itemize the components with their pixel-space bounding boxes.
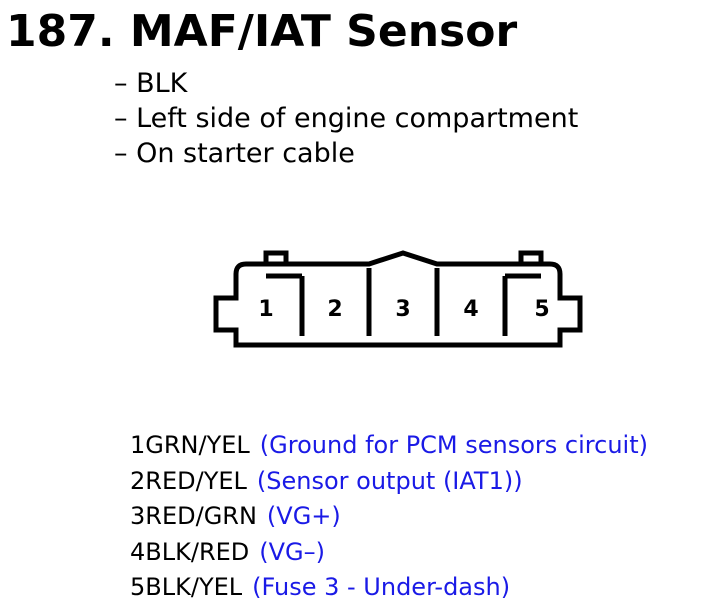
pin-wire-color: RED/YEL (145, 466, 247, 495)
pin-row: 3RED/GRN (VG+) (130, 499, 648, 535)
connector-housing (213, 250, 583, 348)
connector-location: – Left side of engine compartment (114, 103, 579, 134)
connector-color: – BLK (114, 68, 188, 99)
connector-diagram: 1 2 3 4 5 (213, 250, 583, 348)
connector-info-list: – BLK – Left side of engine compartment … (114, 66, 578, 171)
pin-label-3: 3 (395, 297, 410, 322)
pin-row: 2RED/YEL (Sensor output (IAT1)) (130, 464, 648, 500)
pin-number: 4 (130, 537, 146, 566)
pin-wire-color: BLK/YEL (145, 573, 243, 601)
pin-label-1: 1 (258, 297, 273, 322)
pin-wire-color: BLK/RED (145, 537, 250, 566)
pin-row: 5BLK/YEL (Fuse 3 - Under-dash) (130, 570, 648, 606)
pin-row: 4BLK/RED (VG–) (130, 535, 648, 571)
pin-description: (VG+) (266, 502, 341, 530)
connector-mounting: – On starter cable (114, 138, 355, 169)
pin-number: 2 (130, 466, 146, 495)
pin-description: (Sensor output (IAT1)) (256, 466, 523, 495)
pin-row: 1GRN/YEL (Ground for PCM sensors circuit) (130, 428, 648, 464)
pinout-list: 1GRN/YEL (Ground for PCM sensors circuit)… (130, 428, 648, 606)
lock-tab-left (263, 250, 289, 264)
pin-wire-color: RED/GRN (145, 502, 257, 530)
pin-label-5: 5 (534, 297, 549, 322)
pin-description: (Fuse 3 - Under-dash) (252, 573, 511, 601)
pin-label-4: 4 (463, 297, 478, 322)
page-title: 187. MAF/IAT Sensor (6, 6, 518, 57)
pin-number: 3 (130, 502, 146, 530)
pin-number: 1 (130, 431, 146, 459)
pin-label-2: 2 (327, 297, 342, 322)
pin-description: (VG–) (259, 537, 326, 566)
pin-number: 5 (130, 573, 146, 601)
pin-wire-color: GRN/YEL (145, 431, 250, 459)
lock-tab-right (518, 250, 544, 264)
pin-description: (Ground for PCM sensors circuit) (259, 431, 648, 459)
